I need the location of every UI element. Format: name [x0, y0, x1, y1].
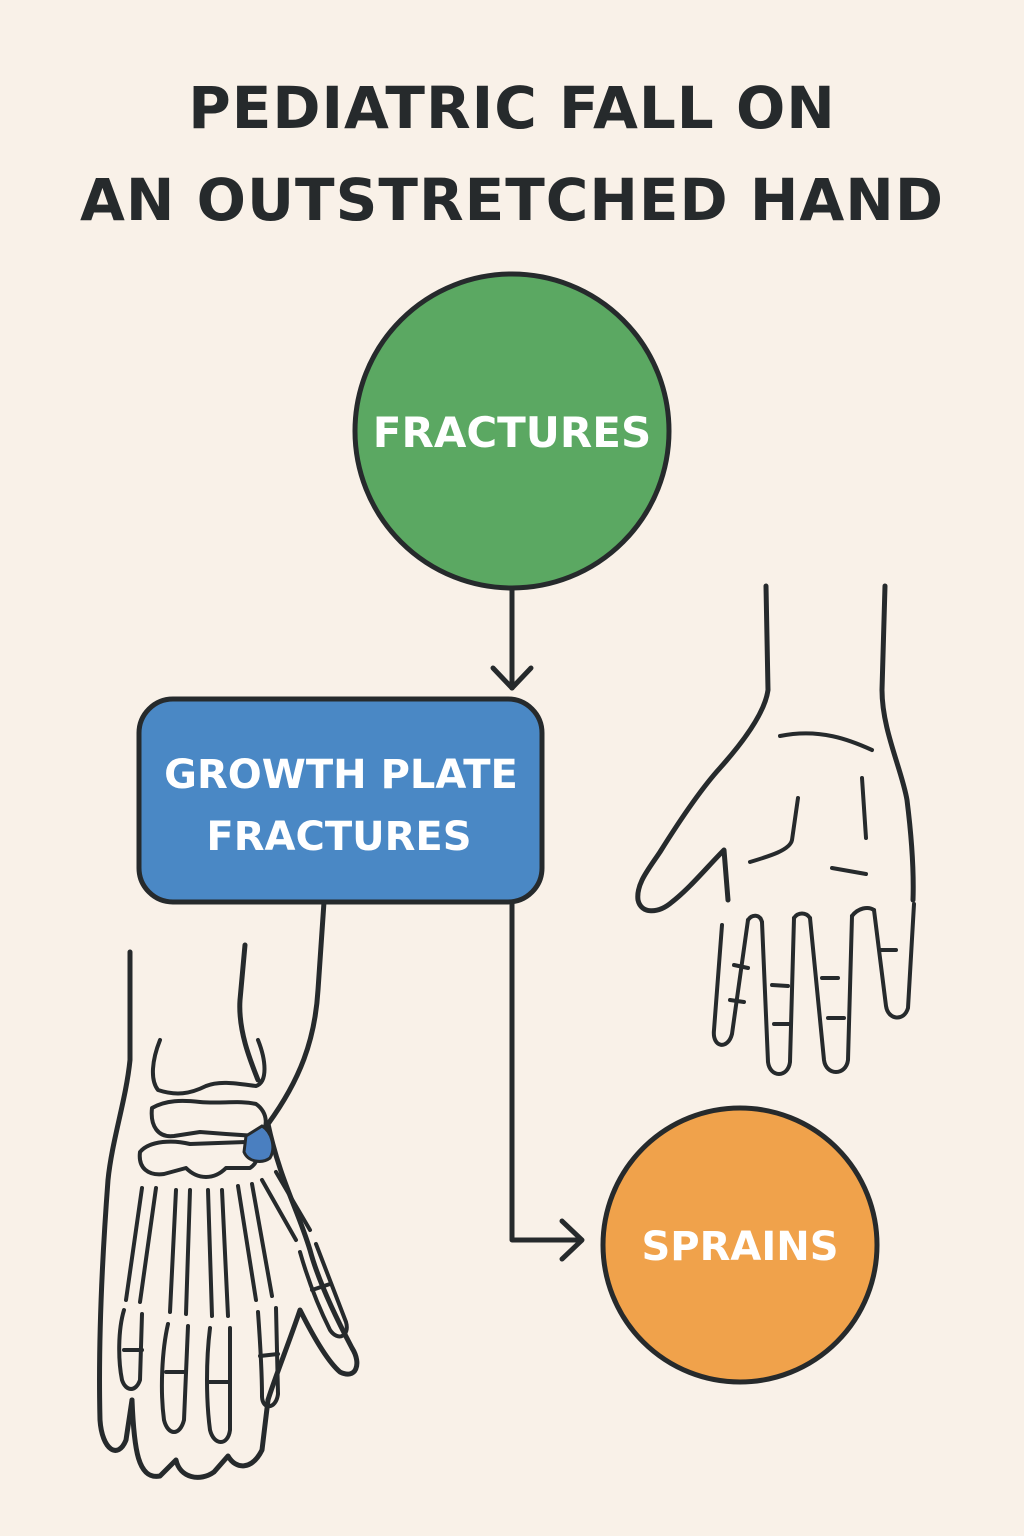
- page-title: PEDIATRIC FALL ON AN OUTSTRETCHED HAND: [0, 62, 1024, 246]
- connector-growth-plate-to-sprains: [509, 899, 585, 1262]
- node-growth-plate-label-line-2: FRACTURES: [206, 814, 471, 860]
- growth-plate-highlight: [242, 1124, 275, 1163]
- node-growth-plate-box: [136, 696, 545, 905]
- node-fractures-circle: [352, 271, 672, 591]
- node-sprains: SPRAINS: [600, 1105, 880, 1385]
- hand-skeleton-icon: [96, 942, 360, 1480]
- title-line-1: PEDIATRIC FALL ON: [188, 74, 836, 142]
- node-sprains-label: SPRAINS: [641, 1224, 838, 1270]
- node-growth-plate-label-line-1: GROWTH PLATE: [164, 752, 518, 798]
- open-hand-icon: [635, 583, 916, 1076]
- connector-fractures-to-growth-plate: [490, 585, 534, 691]
- node-sprains-circle: [600, 1105, 880, 1385]
- connector-growth-plate-to-skeleton: [265, 899, 327, 1127]
- title-line-2: AN OUTSTRETCHED HAND: [80, 166, 944, 234]
- node-fractures-label: FRACTURES: [373, 408, 651, 457]
- node-fractures: FRACTURES: [352, 271, 672, 591]
- node-growth-plate-fractures: GROWTH PLATE FRACTURES: [136, 696, 545, 905]
